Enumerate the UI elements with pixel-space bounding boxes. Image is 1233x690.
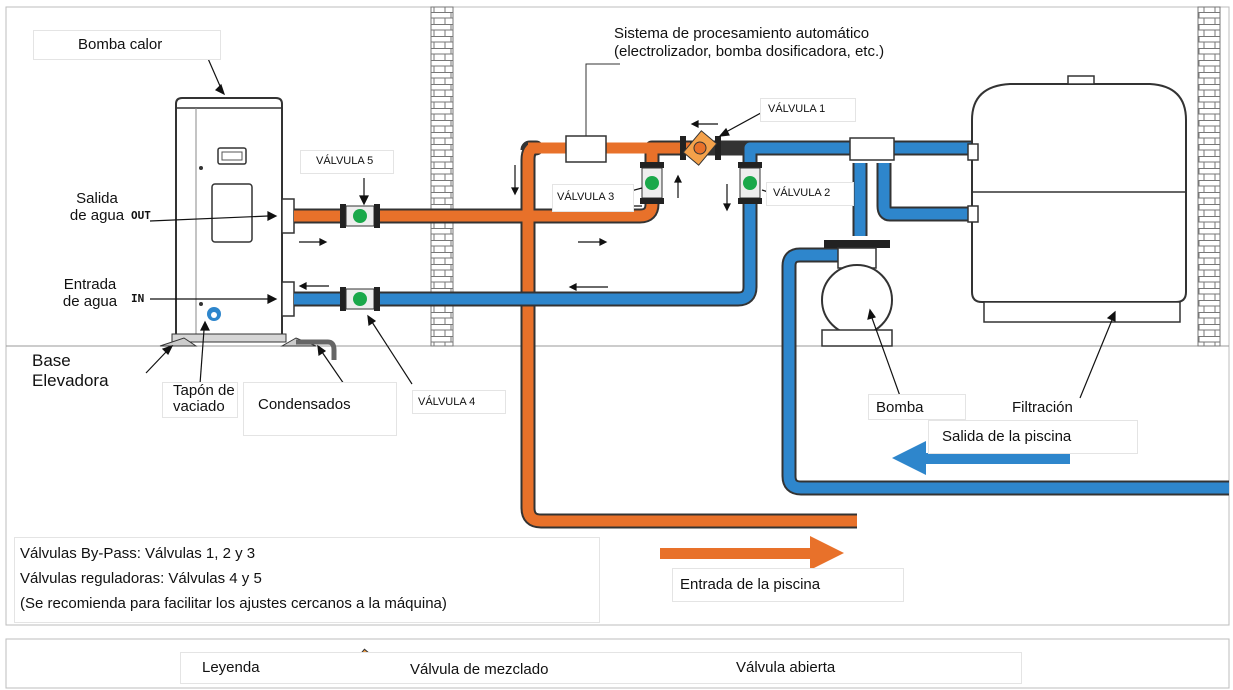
valve5-label: VÁLVULA 5 [316,155,374,167]
legend-title: Leyenda [202,659,260,676]
valve4-label: VÁLVULA 4 [418,396,476,408]
notes-box [14,537,600,623]
cold-pipe-return [294,142,978,305]
valve1-label-box [760,98,856,122]
auto-system-label: Sistema de procesamiento automático (ele… [614,25,885,60]
wall-right [1197,6,1221,347]
raised-base-label: Base Elevadora [32,351,109,390]
note-bypass: Válvulas By-Pass: Válvulas 1, 2 y 3 [20,545,256,562]
valve-1-mixing-icon [680,130,721,166]
legend-box [180,652,1022,684]
auto-processing-unit [565,135,607,163]
valve4-label-box [412,390,506,414]
condensates-label: Condensados [258,396,351,413]
water-outlet-label: Salida de agua [69,190,125,224]
valve1-label: VÁLVULA 1 [768,103,826,115]
legend-open-valve-label: Válvula abierta [736,659,836,676]
pump-label-box [868,394,966,420]
valve3-label: VÁLVULA 3 [557,191,615,203]
hot-pipe [294,142,690,222]
pipes [294,140,1229,529]
legend-frame [5,638,1230,689]
legend-mixing-valve-label: Válvula de mezclado [410,661,549,678]
pool-suction [783,249,1229,494]
drain-plug-label-box [162,382,238,418]
filtration-label: Filtración [1012,399,1073,416]
valve-2-icon [738,162,762,204]
pump-label: Bomba [876,399,924,416]
sand-filter [967,75,1187,323]
pool-inlet-label-box [672,568,904,602]
valve2-label: VÁLVULA 2 [773,187,831,199]
condensates-label-box [243,382,397,436]
valve-4-icon [340,287,380,311]
valve5-label-box [300,150,394,174]
flow-arrows [298,120,731,291]
filter-coupler [849,137,895,161]
out-tag: OUT [131,209,151,222]
heat-pump-label: Bomba calor [78,36,163,53]
filter-to-pump [878,163,978,220]
pool-inlet-arrow [660,536,844,570]
note-recommendation: (Se recomienda para facilitar los ajuste… [20,595,447,612]
valve3-label-box [552,184,634,212]
wall-left [430,6,454,347]
heat-pump-unit [159,97,337,360]
valve2-label-box [766,182,854,206]
pool-outlet-label-box [928,420,1138,454]
diagram-frame [5,6,1230,626]
filter-to-pump-outline [876,163,978,222]
heat-pump-label-box [33,30,221,60]
water-inlet-label: Entrada de agua [62,276,118,310]
pool-inlet-label: Entrada de la piscina [680,576,821,593]
auto-system-leader [585,63,620,136]
in-tag: IN [131,292,145,305]
note-regulating: Válvulas reguladoras: Válvulas 4 y 5 [20,570,262,587]
drain-plug-label: Tapón de vaciado [173,382,235,415]
pool-outlet-label: Salida de la piscina [942,428,1072,445]
valve-3-icon [640,162,664,204]
valve-5-icon [340,204,380,228]
pool-outlet-arrow [892,441,1070,475]
